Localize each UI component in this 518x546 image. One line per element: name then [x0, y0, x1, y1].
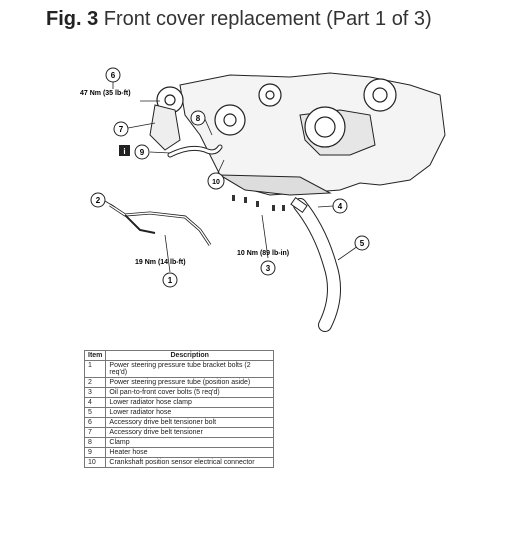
legend-item-number: 7 — [83, 427, 107, 438]
svg-text:8: 8 — [196, 114, 201, 123]
legend-item-number: 4 — [83, 397, 107, 408]
callout-7: 7 — [113, 121, 129, 137]
callout-3: 3 — [260, 260, 276, 276]
legend-item-description: Accessory drive belt tensioner bolt — [105, 417, 274, 428]
legend-header-row: Item Description — [83, 350, 274, 361]
legend-item-number: 6 — [83, 417, 107, 428]
legend-item-description: Power steering pressure tube bracket bol… — [105, 360, 274, 378]
svg-text:4: 4 — [338, 202, 343, 211]
svg-text:6: 6 — [111, 71, 116, 80]
figure-label: Fig. 3 — [46, 8, 99, 30]
legend-header-item: Item — [83, 350, 107, 361]
legend-item-description: Power steering pressure tube (position a… — [105, 377, 274, 388]
legend-item-number: 9 — [83, 447, 107, 458]
callout-5: 5 — [354, 235, 370, 251]
legend-item-number: 8 — [83, 437, 107, 448]
figure-title: Fig. 3 Front cover replacement (Part 1 o… — [46, 8, 432, 31]
legend-item-number: 3 — [83, 387, 107, 398]
pulleys — [156, 78, 397, 148]
torque-label-3: 10 Nm (89 lb-in) — [237, 250, 289, 257]
legend-item-description: Crankshaft position sensor electrical co… — [105, 457, 274, 468]
legend-item-number: 1 — [83, 360, 107, 378]
svg-text:5: 5 — [360, 239, 365, 248]
callout-9: 9 — [134, 144, 150, 160]
legend-item-description: Lower radiator hose clamp — [105, 397, 274, 408]
belt-tensioner — [149, 104, 181, 151]
legend-item-number: 2 — [83, 377, 107, 388]
callout-4: 4 — [332, 198, 348, 214]
oil-pan-bolts — [232, 195, 285, 211]
figure-caption: Front cover replacement (Part 1 of 3) — [103, 8, 432, 30]
svg-text:2: 2 — [96, 196, 101, 205]
legend-item-description: Oil pan-to-front cover bolts (5 req'd) — [105, 387, 274, 398]
legend-item-description: Clamp — [105, 437, 274, 448]
svg-text:9: 9 — [140, 148, 145, 157]
legend-item-number: 10 — [83, 457, 107, 468]
callout-1: 1 — [162, 272, 178, 288]
legend-item-description: Accessory drive belt tensioner — [105, 427, 274, 438]
callout-2: 2 — [90, 192, 106, 208]
legend-item-description: Heater hose — [105, 447, 274, 458]
svg-text:3: 3 — [266, 264, 271, 273]
legend-header-description: Description — [105, 350, 274, 361]
svg-text:10: 10 — [212, 179, 220, 186]
callout-6: 6 — [105, 67, 121, 83]
legend-item-description: Lower radiator hose — [105, 407, 274, 418]
torque-label-6: 47 Nm (35 lb-ft) — [80, 90, 131, 97]
torque-label-1: 19 Nm (14 lb-ft) — [135, 259, 186, 266]
info-icon: i — [119, 145, 130, 156]
legend-item-number: 5 — [83, 407, 107, 418]
engine-illustration: 6 47 Nm (35 lb-ft) 7 8 i 9 10 2 19 Nm (1… — [80, 67, 446, 332]
callout-10: 10 — [207, 172, 225, 190]
svg-text:7: 7 — [119, 125, 124, 134]
svg-text:1: 1 — [168, 276, 173, 285]
svg-text:i: i — [123, 147, 125, 156]
callout-8: 8 — [190, 110, 206, 126]
